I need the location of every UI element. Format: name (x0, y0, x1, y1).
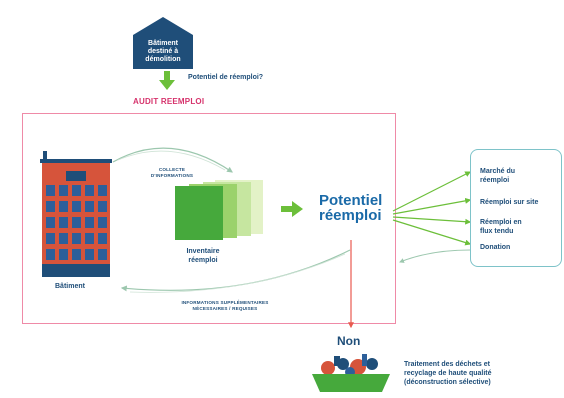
non-label: Non (337, 334, 361, 348)
building-icon (40, 151, 112, 277)
outcome-sur-site: Réemploi sur site (480, 199, 539, 206)
collecte-label: COLLECTE D'INFORMATIONS (150, 167, 194, 178)
right-arrow-icon (281, 201, 303, 217)
audit-box (22, 113, 396, 324)
waste-treatment-text: Traitement des déchets et recyclage de h… (404, 361, 492, 386)
reuse-potential-title: Potentiel réemploi (319, 192, 383, 224)
inventory-sheets-icon (175, 180, 263, 240)
building-to-demolish-label: Bâtiment destiné à démolition (145, 40, 181, 63)
waste-bin-icon (312, 354, 390, 392)
additional-info-label: INFORMATIONS SUPPLÉMENTAIRES NÉCESSAIRES… (181, 300, 269, 311)
outcome-donation: Donation (480, 244, 511, 251)
audit-label: AUDIT REEMPLOI (133, 97, 205, 106)
building-label: Bâtiment (55, 283, 85, 290)
inventory-label: Inventaire réemploi (186, 248, 220, 264)
building-to-demolish-icon (133, 17, 193, 69)
reuse-potential-question: Potentiel de réemploi? (188, 74, 264, 81)
down-arrow-icon (159, 71, 175, 90)
